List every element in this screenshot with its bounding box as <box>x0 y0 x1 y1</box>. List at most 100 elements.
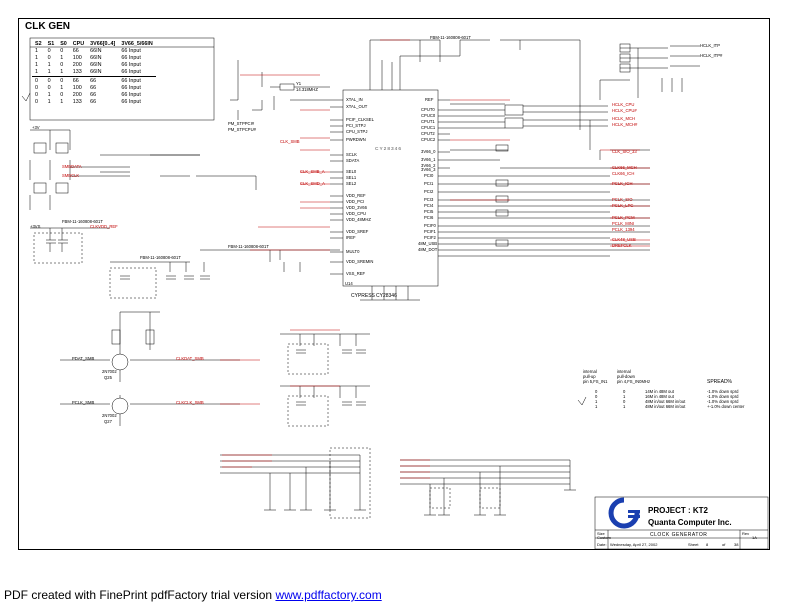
table-cell: 1 <box>60 54 64 61</box>
inductor-label: FBM-11-160808-601T <box>62 219 103 224</box>
table-header: S1 <box>47 40 55 47</box>
net-label: CLKDAT_SMB <box>176 356 204 361</box>
size-value: Custom <box>597 535 611 540</box>
net-label: PCLK_PCM <box>612 215 635 220</box>
chip-pin-label: PCI0 <box>424 173 434 178</box>
table-cell: 1 <box>35 54 38 61</box>
spread-cell: 1 <box>595 399 598 404</box>
chip-pin-label: PCI2 <box>424 189 434 194</box>
spread-cell: +-1.0% down center <box>707 404 745 409</box>
sheet-name: CLOCK GENERATOR <box>650 532 708 538</box>
chip-pin-label: PCIF2 <box>424 235 436 240</box>
table-cell: 1 <box>47 99 51 106</box>
chip-pin-label: 3V66_3 <box>421 167 436 172</box>
transistor-value: 2N7002 <box>102 413 117 418</box>
table-cell: 0 <box>44 75 58 85</box>
sheet-title: CLK GEN <box>25 21 70 32</box>
table-header: S0 <box>60 40 67 47</box>
spread-cell: 0 <box>623 389 626 394</box>
spread-cell: -1.0% down sprd <box>707 389 739 394</box>
spread-header: SPREAD% <box>707 379 733 385</box>
table-header: 3V66[0..4] <box>90 40 116 47</box>
rev-value: 1A <box>752 535 757 540</box>
chip-pin-label: VDD_3V66 <box>346 205 367 210</box>
table-cell: 66IN <box>90 47 102 54</box>
net-label: CLKCLK_SMB <box>176 400 204 405</box>
table-cell: 1 <box>35 47 38 54</box>
chip-pin-label: VSS_REF <box>346 271 366 276</box>
chip-pin-label: 3V66_2 <box>421 163 436 168</box>
chip-pin-label: PCI_STPJ <box>346 123 366 128</box>
chip-pin-label: VDD_SREF <box>346 229 369 234</box>
chip-pin-label: VDD_CPU <box>346 211 367 216</box>
spread-cell: -1.0% down sprd <box>707 399 739 404</box>
sheet-label: Sheet <box>688 542 699 547</box>
chip-pin-label: VDD_PCI <box>346 199 365 204</box>
table-cell: 100 <box>72 54 82 61</box>
chip-pin-label: CPUC1 <box>421 125 436 130</box>
net-label: HCLK_CPU <box>612 102 635 107</box>
net-label: PM_STPCPU# <box>228 127 256 132</box>
spread-cell: 0 <box>595 394 598 399</box>
table-cell: 0 <box>47 47 51 54</box>
spread-cell: -1.0% down sprd <box>707 394 739 399</box>
net-label: CLK48_USB <box>612 237 636 242</box>
net-label: PCLK_1394 <box>612 227 635 232</box>
crystal-ref: Y1 <box>296 81 302 86</box>
spread-cell: 48M in/out 66M in/out <box>645 404 686 409</box>
net-label: PM_STPPCI# <box>228 121 255 126</box>
transistor-ref: Q25 <box>104 375 112 380</box>
spread-cell: 1 <box>623 394 626 399</box>
chip-pin-label: 48M_USB <box>418 241 438 246</box>
net-label: SMBDATA <box>62 164 82 169</box>
net-label: PCLK_MINI <box>612 221 635 226</box>
sheet-total: 38 <box>734 542 739 547</box>
table-cell: 66 Input <box>121 54 141 61</box>
table-header: S2 <box>35 40 42 47</box>
table-header-row: S2 S1 S0 CPU 3V66[0..4] 3V66_5/66IN <box>32 40 156 47</box>
net-label: CLK_SIO_33 <box>612 149 637 154</box>
net-label: +3VS <box>30 224 41 229</box>
crystal-value: 14.318MHZ <box>296 87 318 92</box>
footer-link[interactable]: www.pdffactory.com <box>275 588 382 602</box>
table-cell: 0 <box>60 91 64 98</box>
table-cell: 1 <box>35 69 38 76</box>
table-cell: 1 <box>60 84 64 91</box>
net-label: PCLK_SIO <box>612 197 633 202</box>
table-header: CPU <box>72 40 85 47</box>
date-value: Wednesday, April 27, 2002 <box>610 542 658 547</box>
chip-ref-label: U14 <box>345 281 353 286</box>
chip-pin-label: SEL2 <box>346 181 357 186</box>
table-cell: 66 Input <box>118 75 156 85</box>
table-cell: 1 <box>47 91 51 98</box>
rev-label: Rev <box>742 531 750 536</box>
chip-pin-label: 3V66_1 <box>421 157 436 162</box>
table-cell: 66 Input <box>121 99 141 106</box>
sheet-number: 8 <box>706 542 709 547</box>
spread-cell: 1 <box>595 404 598 409</box>
net-label: HCLK_ITP# <box>700 53 723 58</box>
table-cell: 66 Input <box>121 47 141 54</box>
size-label: Size <box>597 531 605 536</box>
date-label: Date: <box>597 542 607 547</box>
inductor-label: FBM-11-160808-601T <box>430 35 471 40</box>
net-label: HCLK_MCH <box>612 116 636 121</box>
table-cell: 66IN <box>90 69 102 76</box>
table-cell: 66 Input <box>121 69 141 76</box>
spread-cell: 16M in 48M out <box>645 394 674 399</box>
table-cell: 0 <box>35 99 38 106</box>
table-cell: 66 <box>90 91 97 98</box>
chip-pin-label: MULT0 <box>346 249 360 254</box>
net-label: +3V <box>32 125 40 130</box>
table-cell: 66 <box>90 84 97 91</box>
table-cell: 0 <box>60 47 64 54</box>
chip-pin-label: PCIF0 <box>424 223 436 228</box>
table-cell: 66 <box>69 75 88 85</box>
net-label: PCLK_LPC <box>612 203 634 208</box>
table-cell: 200 <box>72 62 82 69</box>
